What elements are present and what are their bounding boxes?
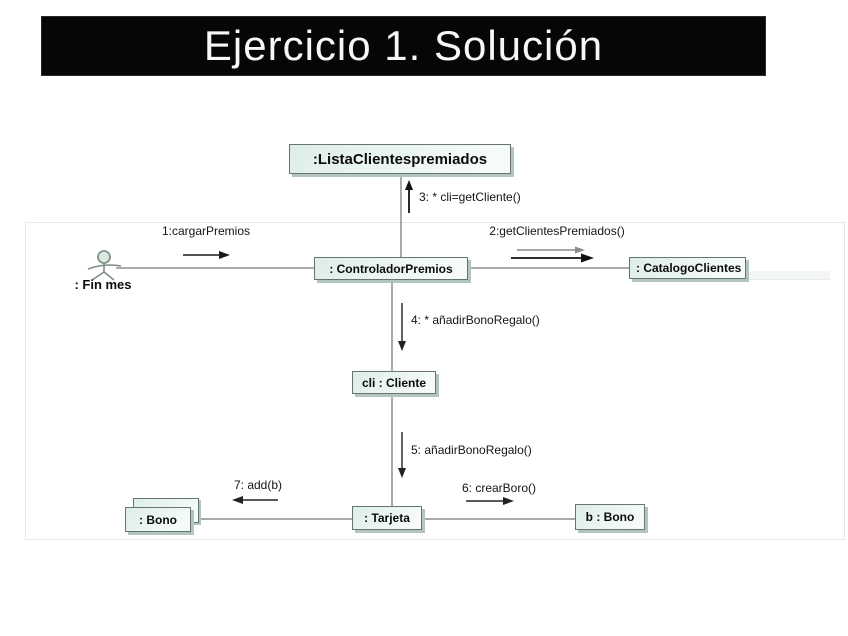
message-4-label: 4: * añadirBonoRegalo() xyxy=(411,313,540,327)
object-label: : Tarjeta xyxy=(364,511,410,525)
actor-fin-mes-label: : Fin mes xyxy=(74,277,132,292)
message-4-arrow xyxy=(398,303,406,351)
object-box-controlador-premios: : ControladorPremios xyxy=(314,257,468,280)
page-title: Ejercicio 1. Solución xyxy=(203,22,604,69)
message-2-arrow xyxy=(511,246,594,263)
message-6-arrow xyxy=(466,497,514,505)
object-box-catalogo-clientes: : CatalogoClientes xyxy=(629,257,746,279)
message-1-arrow xyxy=(183,251,230,259)
message-3-arrow xyxy=(405,180,413,213)
message-5-label: 5: añadirBonoRegalo() xyxy=(411,443,532,457)
object-box-lista-clientes-premiados: :ListaClientespremiados xyxy=(289,144,511,174)
object-box-bono-multi: : Bono xyxy=(125,507,191,532)
message-1-label: 1:cargarPremios xyxy=(161,224,251,238)
title-bar: Ejercicio 1. Solución xyxy=(42,17,765,75)
message-5-arrow xyxy=(398,432,406,478)
object-label: :ListaClientespremiados xyxy=(312,150,488,168)
object-label: : ControladorPremios xyxy=(329,261,453,276)
message-6-label: 6: crearBoro() xyxy=(462,481,537,495)
object-label: : Bono xyxy=(139,512,177,527)
object-box-b-bono: b : Bono xyxy=(575,504,645,530)
actor-fin-mes-icon xyxy=(87,250,122,281)
object-label: cli : Cliente xyxy=(361,375,426,390)
object-box-tarjeta: : Tarjeta xyxy=(352,506,422,530)
clipped-element-band xyxy=(748,271,830,280)
message-3-label: 3: * cli=getCliente() xyxy=(419,190,521,204)
association-links xyxy=(116,176,629,520)
object-label: : CatalogoClientes xyxy=(636,261,742,275)
message-7-label: 7: add(b) xyxy=(233,478,283,492)
object-label: b : Bono xyxy=(585,510,635,524)
object-box-cliente: cli : Cliente xyxy=(352,371,436,394)
message-7-arrow xyxy=(232,496,278,504)
message-2-label: 2:getClientesPremiados() xyxy=(489,224,625,238)
